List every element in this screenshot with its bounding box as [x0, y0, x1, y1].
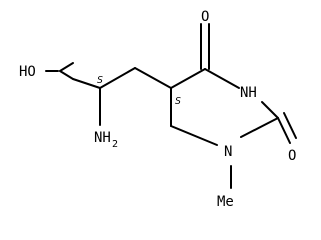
bond-carbonyl-right-b	[283, 112, 297, 139]
bond-acid-to-alpha	[72, 78, 101, 89]
alpha-stereo-label: S	[97, 75, 103, 86]
bond-ring-c5-c4	[170, 68, 206, 89]
molecule-canvas: HO NH 2 NH N O O Me S S	[19, 9, 297, 210]
bond-ring-c4-n3	[204, 68, 240, 89]
amino-nh-label: NH	[94, 130, 111, 146]
ring-n-label: N	[224, 144, 232, 160]
bond-alpha-to-ch2	[99, 67, 136, 89]
bond-ring-n3-c2	[261, 101, 279, 119]
carbonyl-top-oxygen: O	[201, 9, 209, 25]
amino-subscript: 2	[112, 139, 118, 150]
bond-ch2-to-ring	[134, 67, 172, 89]
ring-stereo-label: S	[175, 96, 181, 107]
carboxyl-oh-label: HO	[19, 64, 36, 80]
bond-acid-carbon-lower	[59, 70, 74, 80]
carbonyl-right-oxygen: O	[288, 148, 296, 164]
bond-ring-n1-c6	[170, 125, 218, 146]
bond-acid-carbon-upper	[59, 62, 74, 72]
structure-diagram: HO NH 2 NH N O O Me S S	[19, 9, 297, 210]
ring-nh-label: NH	[240, 85, 257, 101]
bond-ring-c2-n1	[240, 117, 279, 138]
bond-carbonyl-right-a	[277, 117, 291, 144]
methyl-label: Me	[217, 194, 234, 210]
